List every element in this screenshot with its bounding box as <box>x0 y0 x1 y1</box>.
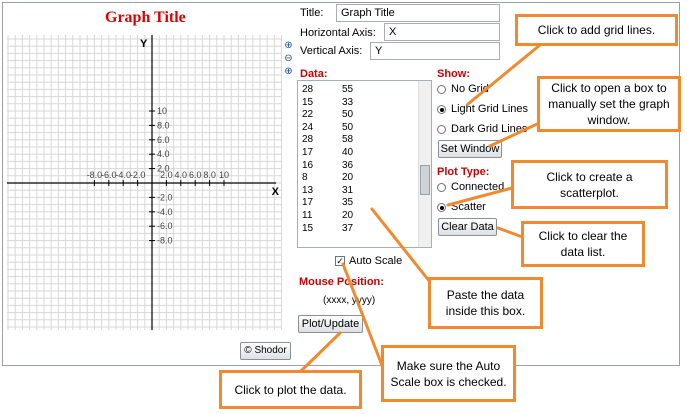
data-label: Data: <box>300 68 328 80</box>
y-tick-label: -6.0 <box>157 221 173 231</box>
x-tick-label: -6.0 <box>101 170 117 180</box>
horizontal-axis-label: Horizontal Axis: <box>300 27 376 39</box>
x-tick-label: 6.0 <box>189 170 202 180</box>
x-tick-label: 2.0 <box>160 170 173 180</box>
title-input[interactable]: Graph Title <box>336 4 500 22</box>
zoom-fit-icon[interactable]: ⊕ <box>284 66 293 77</box>
data-scrollbar[interactable] <box>418 81 431 247</box>
y-tick-label: 10 <box>157 106 167 116</box>
y-axis-letter: Y <box>140 38 148 50</box>
y-tick-label: -8.0 <box>157 236 173 246</box>
zoom-out-icon[interactable]: ⊖ <box>284 53 293 64</box>
callout-set-window: Click to open a box to manually set the … <box>537 76 681 132</box>
callout-paste-data: Paste the data inside this box. <box>428 277 543 329</box>
mouse-position-value: (xxxx, yyyy) <box>323 295 376 306</box>
x-tick-label: 4.0 <box>175 170 188 180</box>
horizontal-axis-input[interactable]: X <box>384 23 500 41</box>
radio-connected[interactable] <box>437 183 446 192</box>
set-window-button[interactable]: Set Window <box>438 140 502 158</box>
y-tick-label: -4.0 <box>157 207 173 217</box>
plot-type-label: Plot Type: <box>437 166 490 178</box>
callout-grid-lines: Click to add grid lines. <box>515 14 678 46</box>
mouse-position-label: Mouse Position: <box>299 276 384 288</box>
x-axis-letter: X <box>272 186 280 198</box>
zoom-in-icon[interactable]: ⊕ <box>284 40 293 51</box>
y-tick-label: -2.0 <box>157 192 173 202</box>
x-tick-label: -4.0 <box>115 170 131 180</box>
shodor-button[interactable]: © Shodor <box>240 342 291 360</box>
auto-scale-label: Auto Scale <box>349 255 403 267</box>
no-grid-label: No Grid <box>451 83 489 95</box>
light-grid-label: Light Grid Lines <box>451 103 529 115</box>
dark-grid-label: Dark Grid Lines <box>451 123 528 135</box>
callout-scatterplot: Click to create a scatterplot. <box>511 160 668 209</box>
y-tick-label: 8.0 <box>157 120 170 130</box>
show-label: Show: <box>437 68 470 80</box>
vertical-axis-input[interactable]: Y <box>370 42 500 60</box>
callout-clear-data: Click to clear the data list. <box>521 221 645 267</box>
y-tick-label: 2.0 <box>157 164 170 174</box>
x-tick-label: 8.0 <box>203 170 216 180</box>
radio-light-grid[interactable] <box>437 105 446 114</box>
x-tick-label: 10 <box>219 170 229 180</box>
scatter-label: Scatter <box>451 201 486 213</box>
y-tick-label: 6.0 <box>157 135 170 145</box>
vertical-axis-label: Vertical Axis: <box>300 45 363 57</box>
auto-scale-checkbox[interactable]: ✓ <box>335 256 345 266</box>
clear-data-button[interactable]: Clear Data <box>438 218 497 236</box>
callout-plot-data: Click to plot the data. <box>219 370 362 409</box>
scroll-thumb[interactable] <box>420 165 430 195</box>
radio-dark-grid[interactable] <box>437 125 446 134</box>
radio-no-grid[interactable] <box>437 85 446 94</box>
graph-title: Graph Title <box>105 9 186 26</box>
x-tick-label: -8.0 <box>87 170 103 180</box>
y-tick-label: 4.0 <box>157 149 170 159</box>
callout-auto-scale: Make sure the Auto Scale box is checked. <box>381 345 516 402</box>
x-tick-label: -2.0 <box>130 170 146 180</box>
title-label: Title: <box>300 7 324 19</box>
plot-update-button[interactable]: Plot/Update <box>298 315 363 333</box>
radio-scatter[interactable] <box>437 203 446 212</box>
connected-label: Connected <box>451 181 505 193</box>
